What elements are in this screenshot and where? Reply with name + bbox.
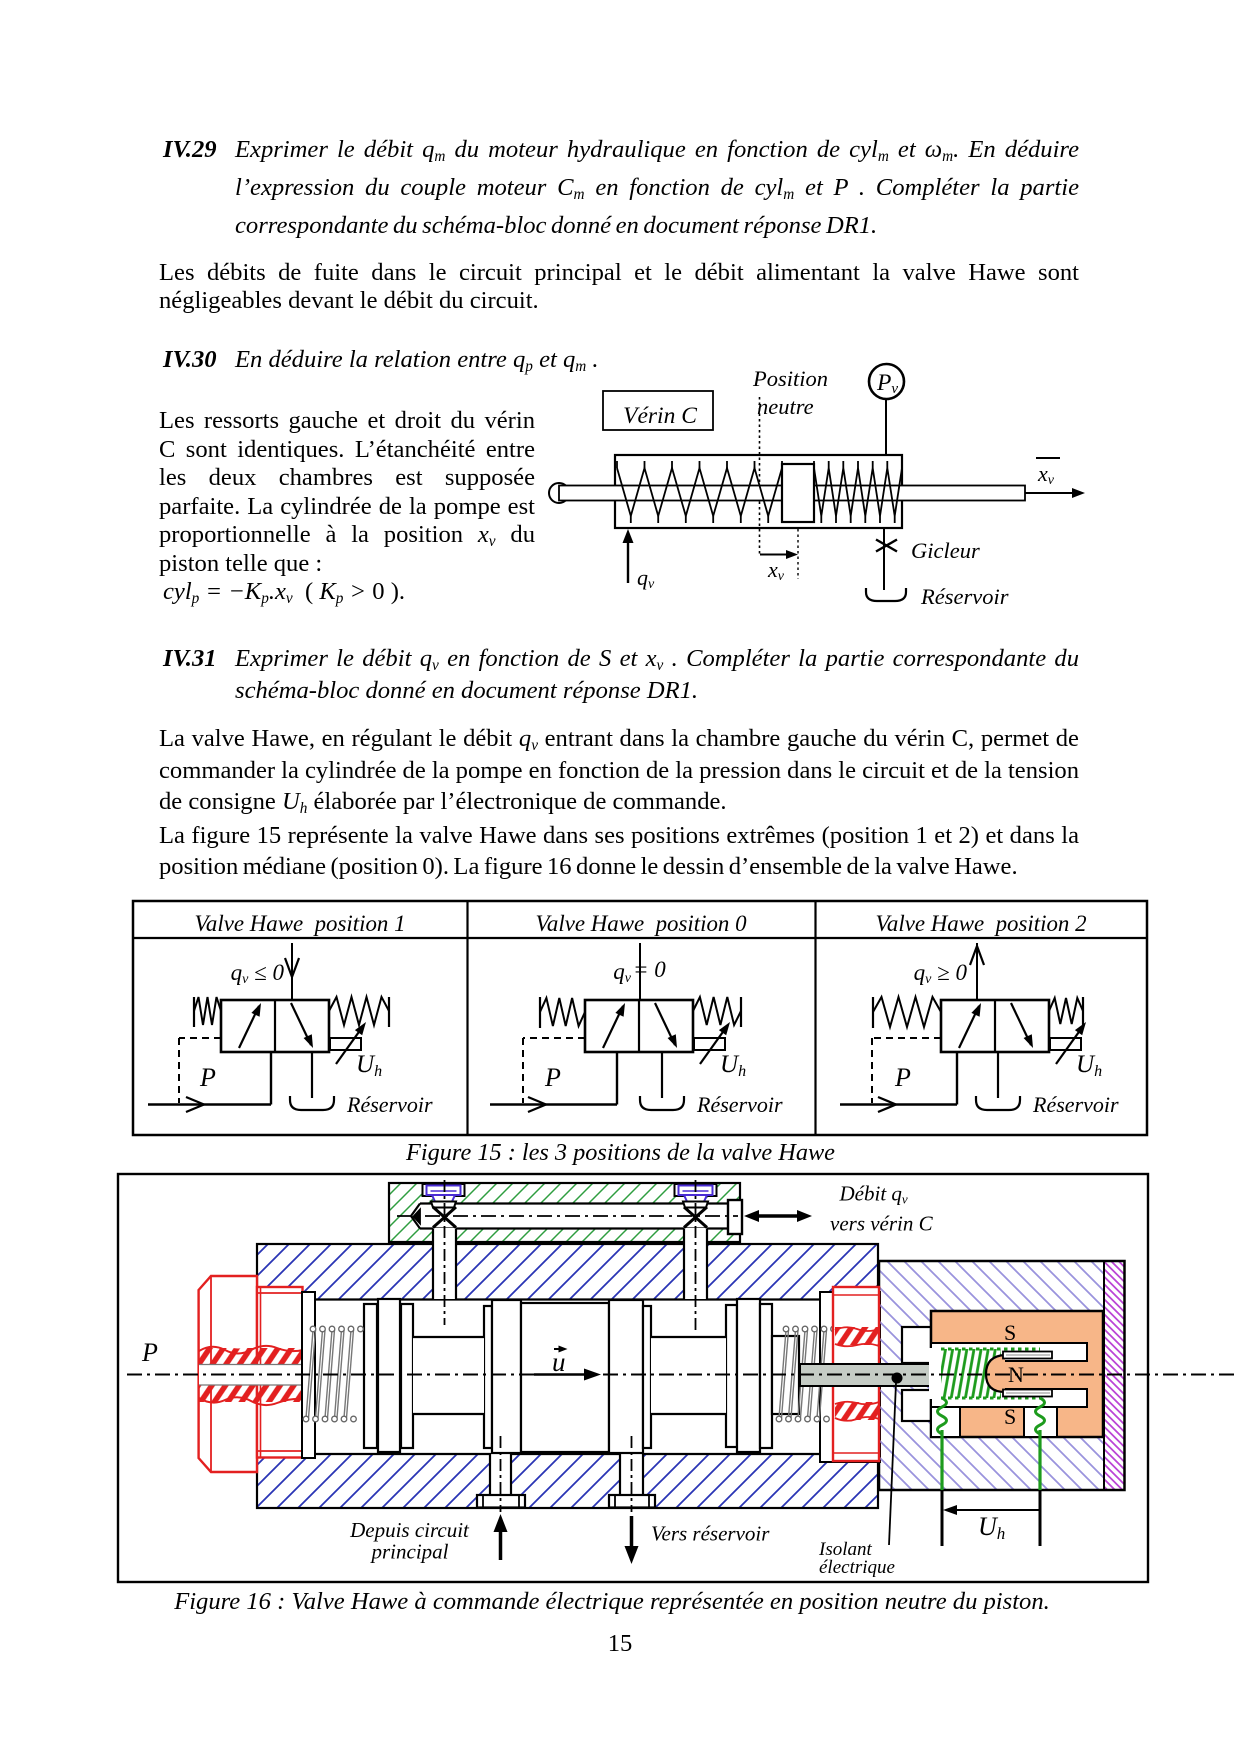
svg-text:S: S (1004, 1404, 1016, 1429)
svg-text:Débit qv: Débit qv (839, 1182, 908, 1207)
svg-text:P: P (894, 1063, 911, 1092)
svg-text:qv: qv (613, 959, 632, 986)
svg-text:u: u (552, 1347, 566, 1377)
svg-text:neutre: neutre (757, 394, 814, 419)
svg-text:qv ≤ 0: qv ≤ 0 (231, 960, 285, 987)
svg-text:Réservoir: Réservoir (346, 1092, 433, 1117)
svg-text:Isolant: Isolant (818, 1539, 873, 1560)
svg-text:xv: xv (767, 557, 785, 584)
svg-text:Uh: Uh (356, 1051, 382, 1080)
svg-text:Réservoir: Réservoir (920, 584, 1009, 609)
svg-text:P: P (141, 1338, 158, 1367)
svg-text:qv: qv (637, 565, 655, 592)
svg-text:Vers réservoir: Vers réservoir (651, 1522, 770, 1546)
svg-text:Depuis circuit: Depuis circuit (349, 1518, 470, 1542)
svg-text:Vérin C: Vérin C (623, 403, 697, 429)
svg-text:principal: principal (370, 1540, 449, 1564)
svg-text:vers vérin C: vers vérin C (830, 1212, 934, 1236)
svg-text:Réservoir: Réservoir (696, 1092, 783, 1117)
svg-text:P: P (199, 1063, 216, 1092)
svg-text:Position: Position (752, 366, 828, 391)
svg-text:Gicleur: Gicleur (911, 538, 980, 563)
svg-text:xv: xv (1037, 461, 1055, 488)
svg-text:Uh: Uh (720, 1051, 746, 1080)
svg-text:Uh: Uh (1076, 1051, 1102, 1080)
svg-text:= 0: = 0 (633, 957, 666, 982)
svg-text:qv ≥ 0: qv ≥ 0 (914, 960, 968, 987)
svg-text:Réservoir: Réservoir (1032, 1092, 1119, 1117)
svg-text:Uh: Uh (978, 1512, 1005, 1543)
svg-text:électrique: électrique (819, 1557, 895, 1578)
svg-text:S: S (1004, 1320, 1016, 1345)
svg-text:P: P (544, 1063, 561, 1092)
